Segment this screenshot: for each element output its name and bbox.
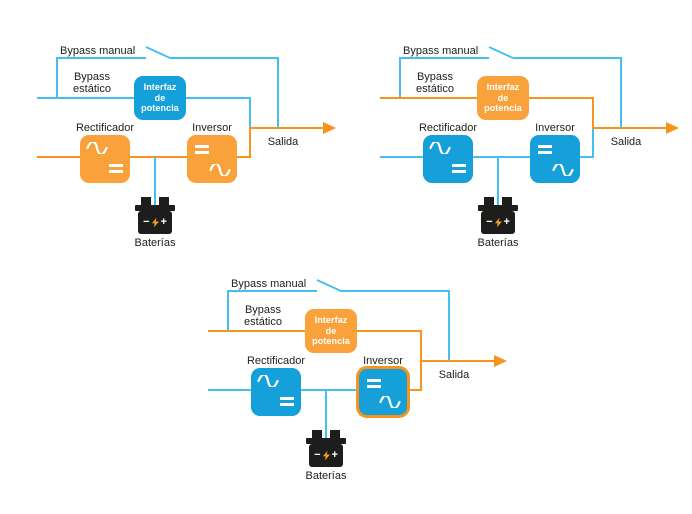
lightning-icon xyxy=(151,217,159,228)
battery-terminal xyxy=(159,197,169,205)
equals-icon xyxy=(367,379,381,388)
inverter-box-highlighted xyxy=(356,366,410,418)
output-label: Salida xyxy=(267,136,299,148)
lightning-icon xyxy=(494,217,502,228)
batteries-label: Baterías xyxy=(477,237,519,249)
static-bypass-wire xyxy=(380,97,594,128)
equals-icon xyxy=(538,145,552,154)
minus-symbol: − xyxy=(143,216,150,228)
bypass-manual-wire xyxy=(399,57,489,98)
battery-body: − + xyxy=(138,211,172,234)
battery-terminal xyxy=(330,430,340,438)
battery-icon: − + xyxy=(133,197,177,237)
output-label: Salida xyxy=(610,136,642,148)
battery-terminal xyxy=(312,430,322,438)
rectifier-box xyxy=(423,135,473,183)
battery-terminal xyxy=(484,197,494,205)
bypass-manual-wire-right xyxy=(341,290,450,361)
rectifier-label: Rectificador xyxy=(418,122,478,134)
power-interface-box: Interfaz de potencia xyxy=(305,309,357,353)
bypass-manual-label: Bypass manual xyxy=(231,278,307,290)
minus-symbol: − xyxy=(486,216,493,228)
battery-body: − + xyxy=(309,444,343,467)
power-interface-label: Interfaz de potencia xyxy=(484,82,522,113)
bypass-static-label: Bypass estático xyxy=(73,71,111,95)
equals-icon xyxy=(452,164,466,173)
bypass-manual-label: Bypass manual xyxy=(403,45,479,57)
sine-wave-icon xyxy=(257,375,279,387)
ups-diagram-3: Bypass manual Bypass estático Rectificad… xyxy=(198,271,508,486)
bypass-manual-wire-right xyxy=(513,57,622,128)
battery-terminal xyxy=(141,197,151,205)
power-interface-label: Interfaz de potencia xyxy=(312,315,350,346)
output-arrowhead xyxy=(666,122,679,134)
equals-icon xyxy=(280,397,294,406)
battery-icon: − + xyxy=(476,197,520,237)
battery-body: − + xyxy=(481,211,515,234)
batteries-label: Baterías xyxy=(305,470,347,482)
sine-wave-icon xyxy=(379,396,401,408)
inverter-box xyxy=(187,135,237,183)
power-interface-box: Interfaz de potencia xyxy=(477,76,529,120)
ups-diagram-1: Bypass manual Bypass estático Rectificad… xyxy=(27,38,337,253)
minus-symbol: − xyxy=(314,449,321,461)
batteries-label: Baterías xyxy=(134,237,176,249)
inverter-label: Inversor xyxy=(363,355,403,367)
battery-lid xyxy=(478,205,518,211)
sine-wave-icon xyxy=(209,164,231,176)
static-bypass-wire xyxy=(37,97,251,128)
output-arrowhead xyxy=(323,122,336,134)
plus-symbol: + xyxy=(160,216,167,228)
plus-symbol: + xyxy=(503,216,510,228)
rectifier-box xyxy=(251,368,301,416)
inverter-box xyxy=(530,135,580,183)
equals-icon xyxy=(195,145,209,154)
bypass-manual-wire xyxy=(56,57,146,98)
static-bypass-wire xyxy=(208,330,422,361)
sine-wave-icon xyxy=(429,142,451,154)
battery-terminal xyxy=(502,197,512,205)
plus-symbol: + xyxy=(331,449,338,461)
rectifier-label: Rectificador xyxy=(75,122,135,134)
ups-diagram-2: Bypass manual Bypass estático Rectificad… xyxy=(370,38,680,253)
sine-wave-icon xyxy=(86,142,108,154)
rectifier-label: Rectificador xyxy=(246,355,306,367)
battery-lid xyxy=(306,438,346,444)
bypass-static-label: Bypass estático xyxy=(244,304,282,328)
battery-lid xyxy=(135,205,175,211)
output-label: Salida xyxy=(438,369,470,381)
bypass-static-label: Bypass estático xyxy=(416,71,454,95)
equals-icon xyxy=(109,164,123,173)
bypass-manual-wire-right xyxy=(170,57,279,128)
bypass-manual-label: Bypass manual xyxy=(60,45,136,57)
manual-switch-icon xyxy=(145,46,171,59)
manual-switch-icon xyxy=(488,46,514,59)
output-arrowhead xyxy=(494,355,507,367)
power-interface-box: Interfaz de potencia xyxy=(134,76,186,120)
bypass-manual-wire xyxy=(227,290,317,331)
manual-switch-icon xyxy=(316,279,342,292)
inverter-label: Inversor xyxy=(192,122,232,134)
lightning-icon xyxy=(322,450,330,461)
battery-icon: − + xyxy=(304,430,348,470)
rectifier-box xyxy=(80,135,130,183)
inverter-label: Inversor xyxy=(535,122,575,134)
sine-wave-icon xyxy=(552,164,574,176)
power-interface-label: Interfaz de potencia xyxy=(141,82,179,113)
